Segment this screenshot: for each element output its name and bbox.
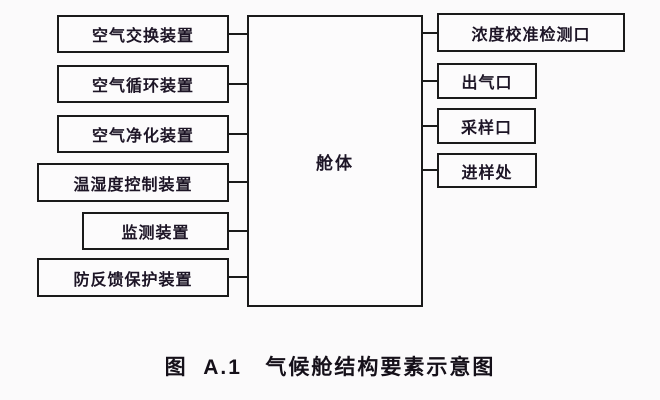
box-anti-feedback-protection-device: 防反馈保护装置 <box>37 258 229 297</box>
connector-line <box>229 133 247 135</box>
box-sampling-port: 采样口 <box>437 108 536 144</box>
box-concentration-calibration-port: 浓度校准检测口 <box>437 13 625 52</box>
connector-line <box>423 125 437 127</box>
box-air-purification-device: 空气净化装置 <box>57 115 229 153</box>
connector-line <box>229 276 247 278</box>
connector-line <box>229 181 247 183</box>
box-air-circulation-device: 空气循环装置 <box>57 65 229 103</box>
connector-line <box>229 230 247 232</box>
connector-line <box>423 32 437 34</box>
connector-line <box>423 169 437 171</box>
connector-line <box>229 83 247 85</box>
connector-line <box>423 80 437 82</box>
box-air-exchange-device: 空气交换装置 <box>57 15 229 53</box>
box-chamber-body: 舱体 <box>247 15 423 307</box>
box-gas-outlet-port: 出气口 <box>437 63 537 99</box>
box-sample-inlet: 进样处 <box>437 153 537 188</box>
box-monitoring-device: 监测装置 <box>82 212 229 250</box>
connector-line <box>229 33 247 35</box>
box-temp-humidity-control-device: 温湿度控制装置 <box>37 163 229 202</box>
figure-caption: 图 A.1 气候舱结构要素示意图 <box>164 356 496 379</box>
